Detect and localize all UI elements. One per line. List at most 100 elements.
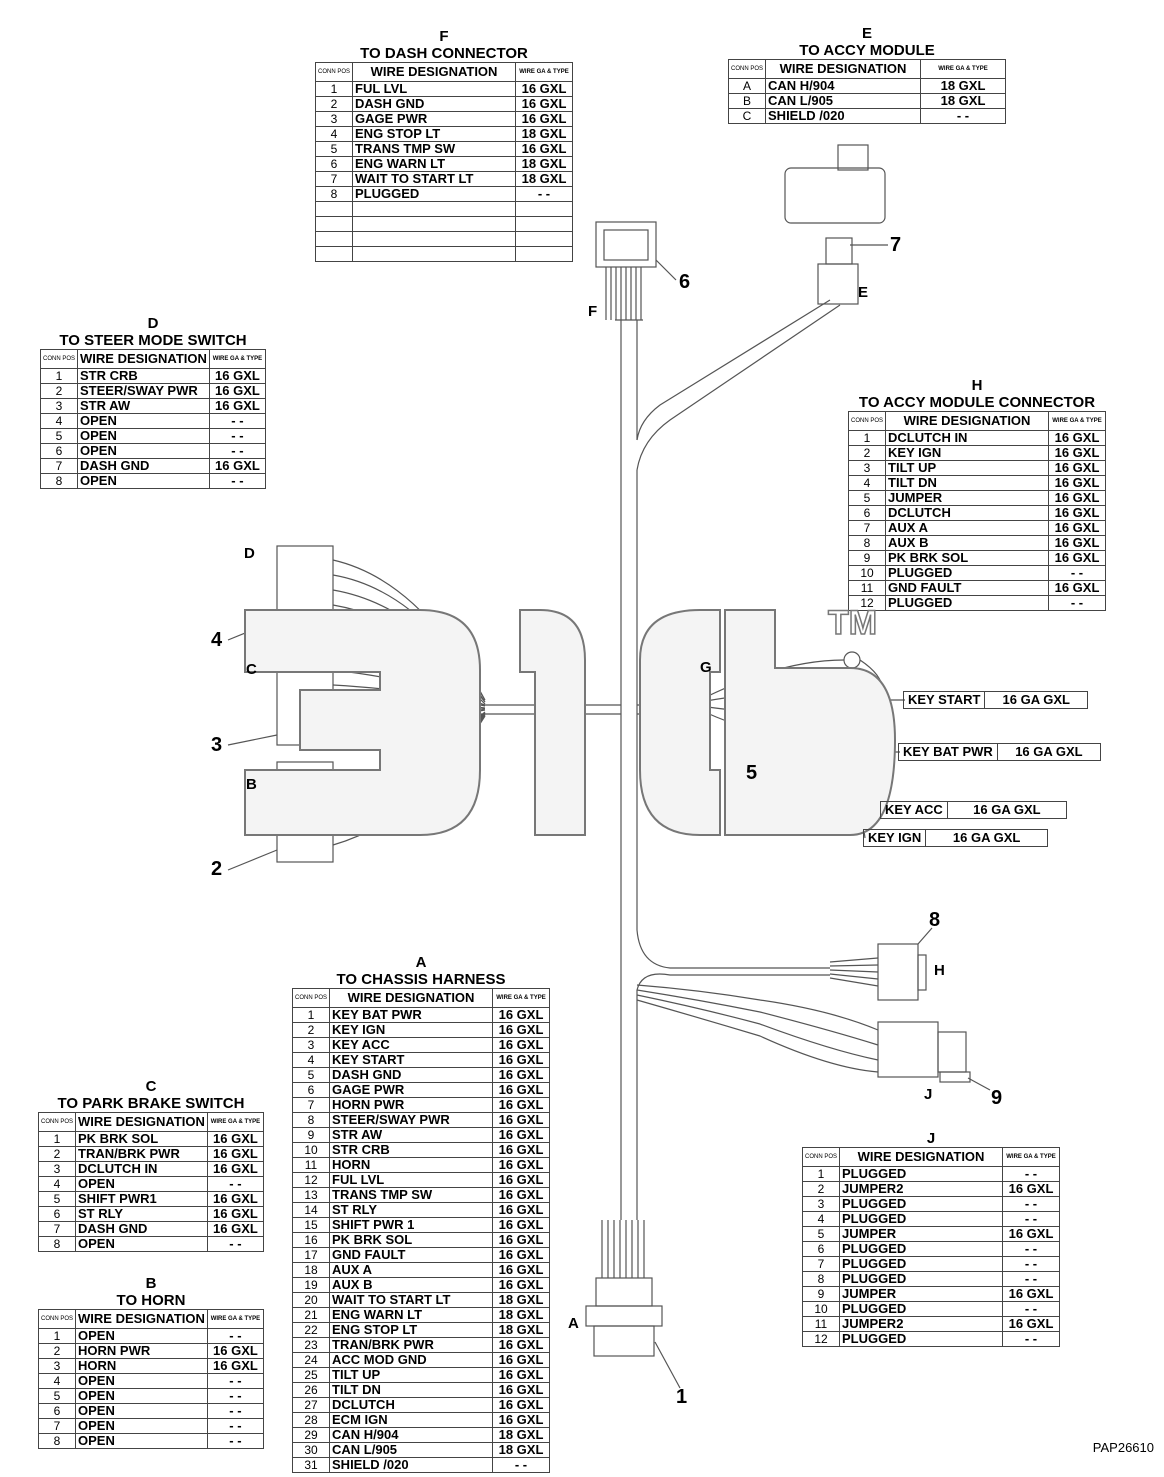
table-a-letter: A <box>415 954 427 971</box>
empty-row <box>314 201 573 217</box>
wire-ga-cell: - - <box>515 186 573 202</box>
callout-3: 3 <box>211 734 223 756</box>
wire-ga-cell: 16 GXL <box>492 1052 550 1068</box>
conn-pos-header: CONN POS <box>39 349 79 369</box>
wire-designation-cell: ST RLY <box>329 1202 493 1218</box>
conn-pos-cell: 7 <box>314 171 354 187</box>
wire-ga-cell: 18 GXL <box>492 1307 550 1323</box>
table-f-title: TO DASH CONNECTOR <box>360 45 528 62</box>
conn-pos-cell: 9 <box>291 1127 331 1143</box>
empty-cell <box>515 231 573 247</box>
conn-pos-cell: 11 <box>801 1316 841 1332</box>
wire-ga-cell: 16 GXL <box>492 1247 550 1263</box>
wire-designation-header: WIRE DESIGNATION <box>839 1147 1003 1167</box>
conn-pos-cell: 2 <box>37 1146 77 1162</box>
wire-ga-cell: 16 GXL <box>492 1262 550 1278</box>
empty-cell <box>314 216 354 232</box>
conn-pos-cell: 7 <box>847 520 887 536</box>
conn-pos-cell: 7 <box>37 1221 77 1237</box>
conn-pos-cell: 3 <box>39 398 79 414</box>
wire-designation-cell: WAIT TO START LT <box>352 171 516 187</box>
callout-1: 1 <box>676 1386 688 1408</box>
conn-pos-cell: A <box>727 78 767 94</box>
wire-designation-cell: DCLUTCH IN <box>75 1161 208 1177</box>
wire-label-spec: 16 GA GXL <box>996 744 1100 760</box>
conn-pos-cell: 6 <box>37 1403 77 1419</box>
wire-ga-cell: 18 GXL <box>492 1442 550 1458</box>
wire-designation-cell: DASH GND <box>352 96 516 112</box>
wire-ga-cell: - - <box>206 1403 265 1419</box>
wire-designation-cell: OPEN <box>75 1328 208 1344</box>
conn-pos-cell: 11 <box>847 580 887 596</box>
wire-designation-cell: WAIT TO START LT <box>329 1292 493 1308</box>
conn-pos-cell: 14 <box>291 1202 331 1218</box>
conn-pos-cell: 1 <box>847 430 887 446</box>
connector-letter-c: C <box>246 661 257 678</box>
empty-cell <box>314 246 354 262</box>
wire-ga-cell: - - <box>1002 1241 1060 1257</box>
conn-pos-cell: 4 <box>39 413 79 429</box>
conn-pos-cell: 28 <box>291 1412 331 1428</box>
empty-row <box>314 216 573 232</box>
wire-ga-cell: 16 GXL <box>492 1067 550 1083</box>
wire-ga-cell: 18 GXL <box>492 1292 550 1308</box>
empty-cell <box>515 246 573 262</box>
wire-designation-cell: OPEN <box>75 1418 208 1434</box>
watermark-tm: TM <box>827 603 878 643</box>
wire-ga-cell: 18 GXL <box>515 126 573 142</box>
wire-ga-cell: - - <box>1048 565 1106 581</box>
wire-ga-header: WIRE GA & TYPE <box>1048 411 1106 431</box>
conn-pos-cell: 12 <box>801 1331 841 1347</box>
empty-row <box>314 246 573 262</box>
wire-ga-cell: - - <box>1002 1166 1060 1182</box>
wire-ga-header: WIRE GA & TYPE <box>206 1309 265 1329</box>
wire-designation-cell: FUL LVL <box>352 81 516 97</box>
wire-designation-cell: TILT UP <box>885 460 1049 476</box>
wire-designation-cell: OPEN <box>77 473 210 489</box>
wire-designation-cell: GAGE PWR <box>352 111 516 127</box>
wire-designation-cell: CAN H/904 <box>765 78 921 94</box>
conn-pos-cell: 1 <box>37 1131 77 1147</box>
empty-row <box>314 231 573 247</box>
empty-cell <box>352 216 516 232</box>
conn-pos-cell: 1 <box>291 1007 331 1023</box>
wire-designation-cell: CAN H/904 <box>329 1427 493 1443</box>
wire-ga-cell: 16 GXL <box>206 1358 265 1374</box>
wire-designation-cell: ACC MOD GND <box>329 1352 493 1368</box>
wire-ga-cell: 18 GXL <box>515 156 573 172</box>
wire-designation-cell: DCLUTCH <box>885 505 1049 521</box>
table-a-title: TO CHASSIS HARNESS <box>336 971 506 988</box>
wire-designation-header: WIRE DESIGNATION <box>77 349 210 369</box>
connector-letter-f: F <box>588 303 598 320</box>
wire-designation-cell: JUMPER <box>885 490 1049 506</box>
wire-ga-cell: - - <box>1002 1301 1060 1317</box>
conn-pos-cell: 5 <box>39 428 79 444</box>
main-trunk <box>620 320 638 1220</box>
wire-designation-cell: PLUGGED <box>885 565 1049 581</box>
wire-ga-cell: 16 GXL <box>515 141 573 157</box>
wire-designation-cell: OPEN <box>77 443 210 459</box>
wire-designation-cell: DASH GND <box>75 1221 208 1237</box>
